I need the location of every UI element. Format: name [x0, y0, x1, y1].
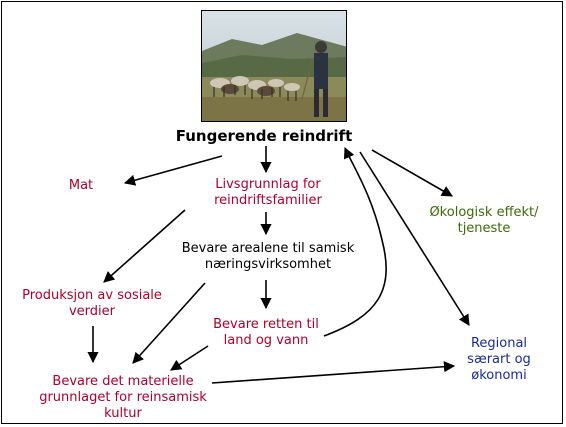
node-okologisk-line1: Økologisk effekt/ — [429, 205, 539, 220]
node-sosiale-line1: Produksjon av sosiale — [22, 288, 162, 303]
arrow-livs-to-sosiale — [103, 209, 186, 283]
arrow-retten-to-center — [323, 146, 387, 337]
node-regional-line3: økonomi — [471, 368, 527, 383]
center-node-title: Fungerende reindrift — [175, 127, 353, 145]
arrow-to-regional — [359, 151, 470, 326]
node-bevare-arealene: Bevare arealene til samisk næringsvirkso… — [170, 241, 366, 273]
reindeer-herding-photo — [201, 10, 347, 122]
arrow-arealene-to-materielle — [132, 282, 206, 364]
arrow-materielle-to-regional — [211, 361, 456, 384]
node-bevare-arealene-line2: næringsvirksomhet — [204, 257, 332, 272]
node-materielle-line1: Bevare det materielle — [52, 374, 194, 389]
node-bevare-arealene-line1: Bevare arealene til samisk — [181, 241, 355, 256]
node-retten: Bevare retten til land og vann — [196, 317, 336, 349]
node-livsgrunnlag-line2: reindriftsfamilier — [214, 193, 322, 208]
node-sosiale-line2: verdier — [68, 304, 115, 319]
node-livsgrunnlag: Livsgrunnlag for reindriftsfamilier — [198, 177, 338, 209]
arrow-to-mat — [123, 155, 223, 186]
node-retten-line2: land og vann — [223, 333, 309, 348]
node-livsgrunnlag-line1: Livsgrunnlag for — [215, 177, 321, 192]
node-materielle-line3: kultur — [104, 406, 142, 421]
node-mat: Mat — [68, 178, 94, 193]
arrow-to-okologisk — [371, 149, 453, 197]
node-sosiale-verdier: Produksjon av sosiale verdier — [2, 288, 182, 320]
node-regional-line1: Regional — [470, 336, 528, 351]
node-materielle: Bevare det materielle grunnlaget for rei… — [28, 374, 218, 422]
node-okologisk: Økologisk effekt/ tjeneste — [414, 205, 554, 237]
arrow-retten-to-materielle — [170, 345, 209, 371]
node-regional-line2: særart og — [467, 352, 531, 367]
node-materielle-line2: grunnlaget for reinsamisk — [39, 390, 207, 405]
node-retten-line1: Bevare retten til — [213, 317, 319, 332]
node-okologisk-line2: tjeneste — [457, 221, 511, 236]
node-regional: Regional særart og økonomi — [449, 336, 549, 384]
